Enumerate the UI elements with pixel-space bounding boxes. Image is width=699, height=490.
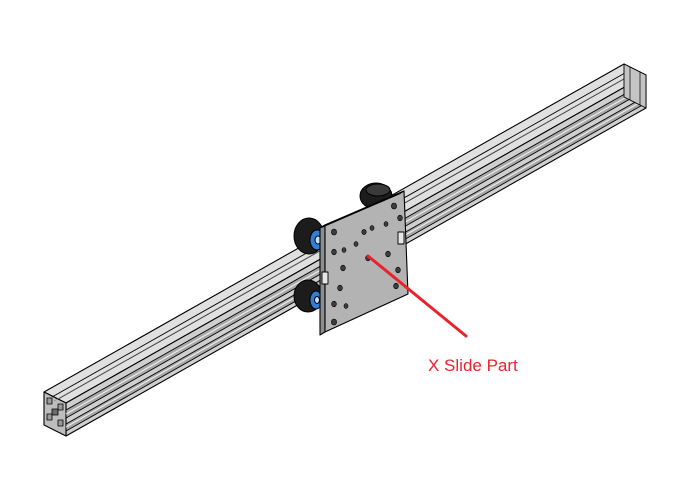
- plate-face: [324, 190, 409, 333]
- rail-far-end: [623, 63, 647, 109]
- wheel-lower-left: [293, 279, 323, 313]
- plate-bracket-left: [321, 271, 329, 285]
- plate-bracket-right: [397, 231, 405, 245]
- plate-mounting-holes: [331, 202, 403, 326]
- callout-pointer-line: [366, 254, 468, 338]
- x-slide-part-label: X Slide Part: [428, 356, 518, 375]
- gantry-plate: [319, 190, 409, 336]
- plate-top-edge: [319, 190, 405, 229]
- rail-end-profile: [46, 397, 64, 427]
